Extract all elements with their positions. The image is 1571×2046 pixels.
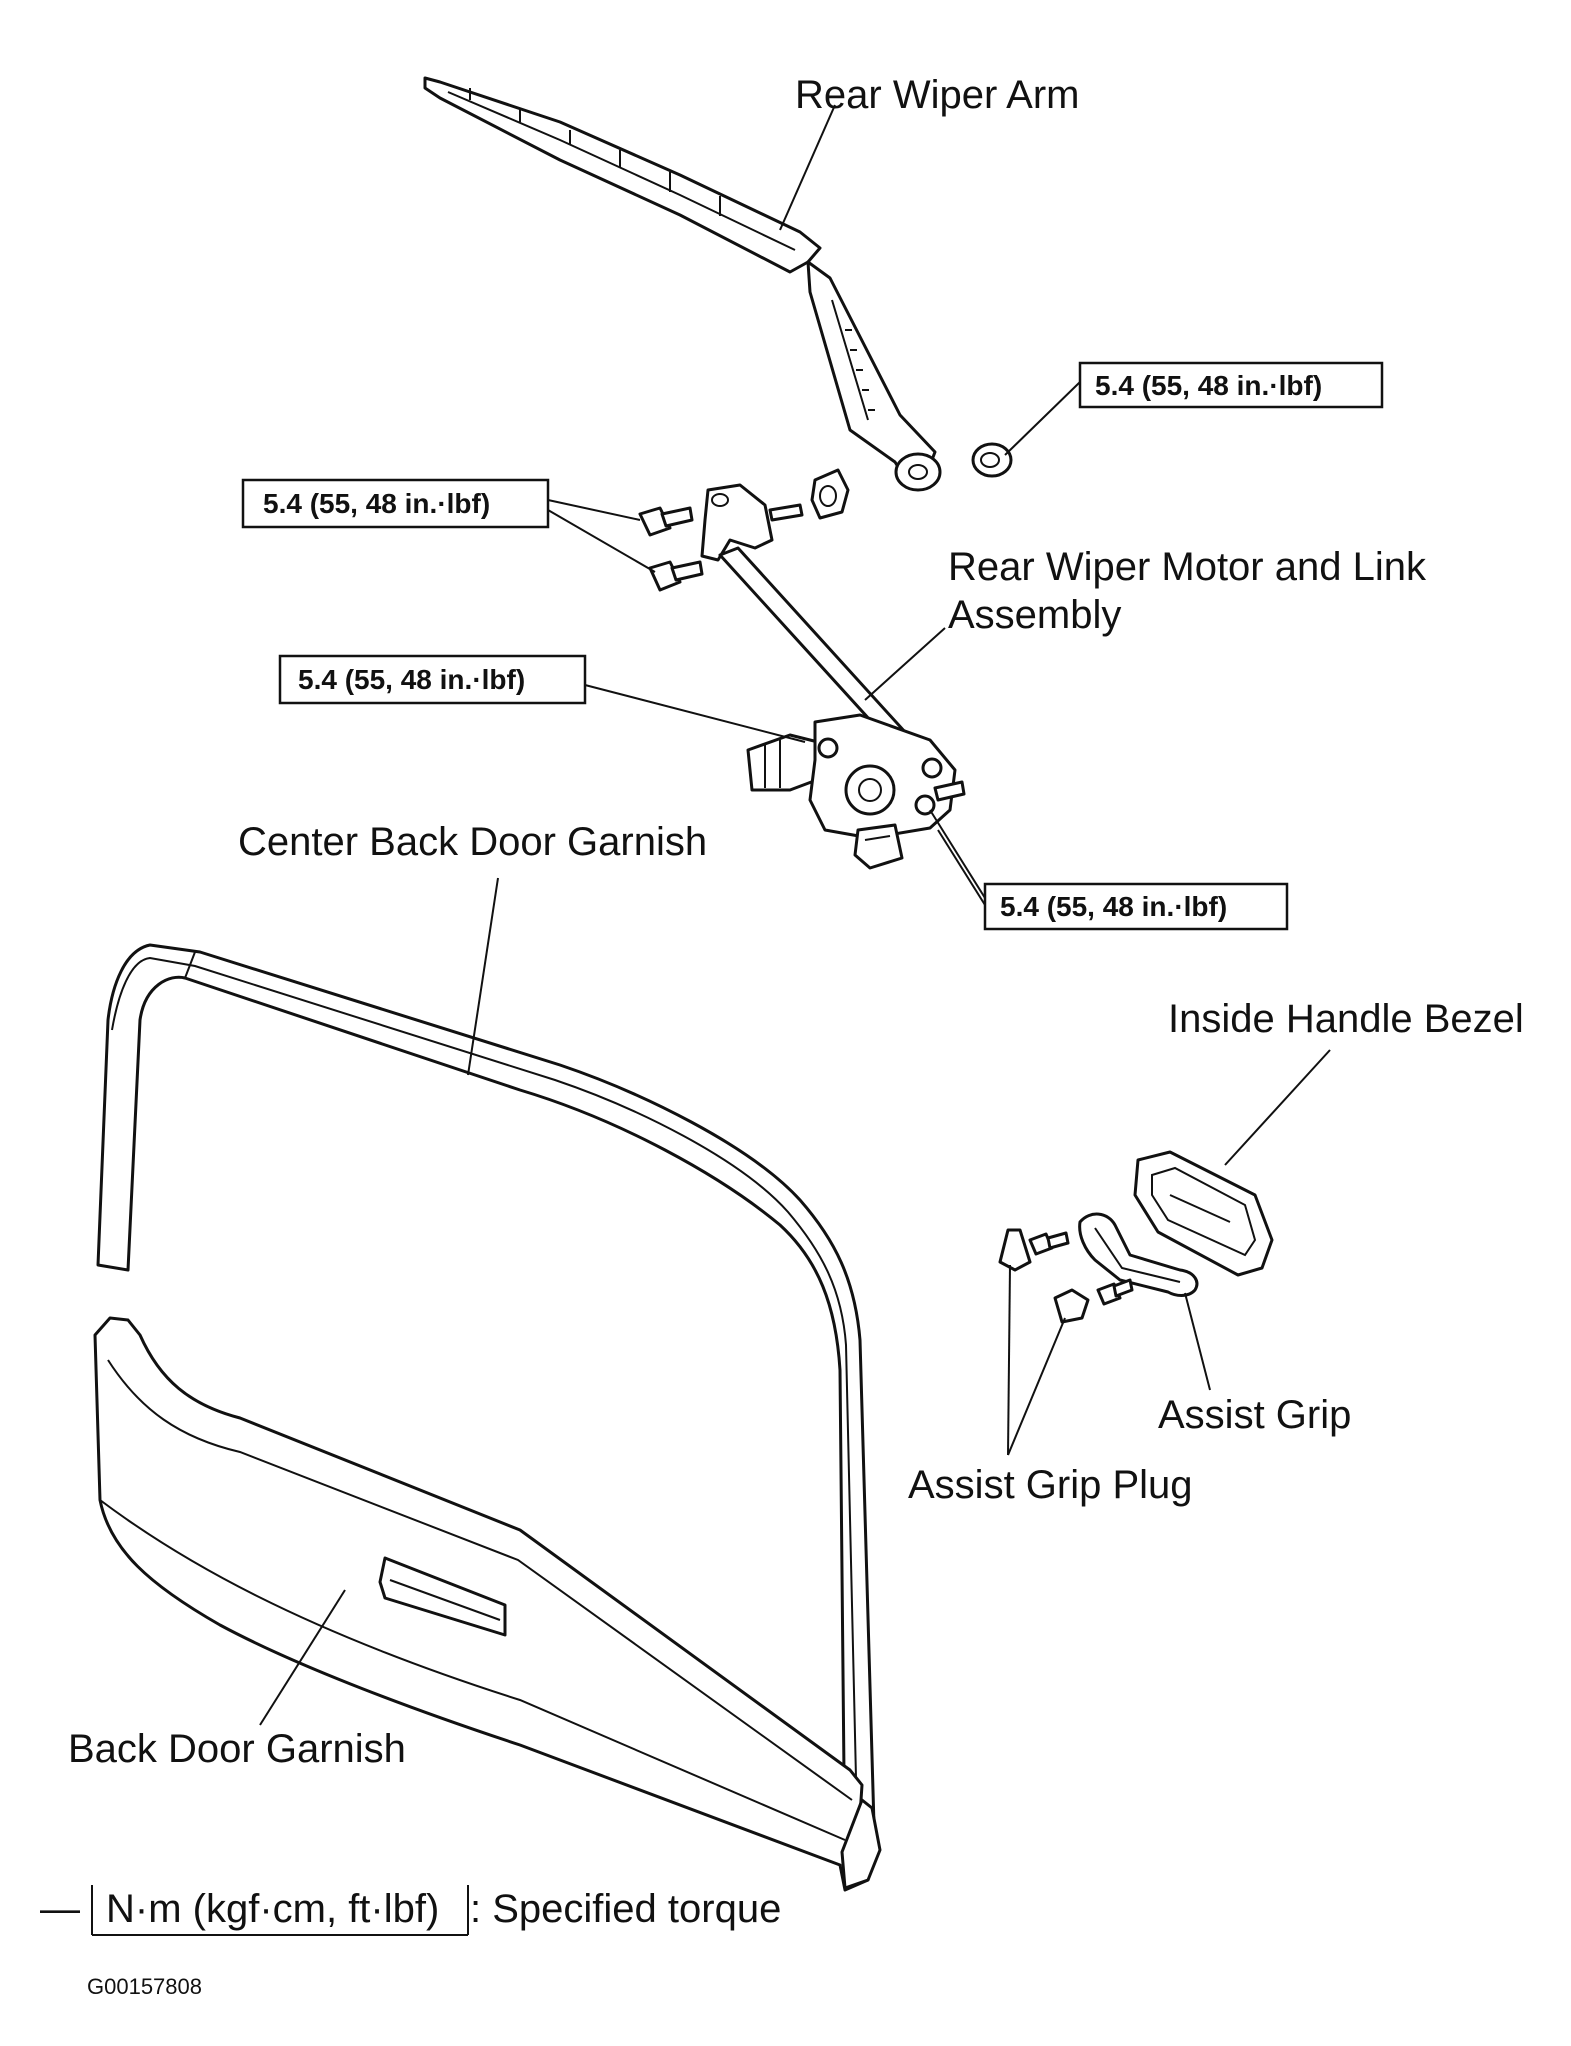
arm-nut (971, 442, 1013, 478)
assist-grip-plug-lower (1053, 1288, 1090, 1324)
back-door-garnish (93, 1316, 882, 1892)
label-assist-grip-plug: Assist Grip Plug (908, 1463, 1193, 1507)
torque-box-motor-lower: 5.4 (55, 48 in.·lbf) (983, 882, 1289, 931)
label-rear-wiper-arm: Rear Wiper Arm (795, 73, 1080, 117)
rear-wiper-motor (746, 713, 966, 870)
figure-code: G00157808 (87, 1974, 202, 1999)
label-inside-handle-bezel: Inside Handle Bezel (1168, 997, 1524, 1041)
torque-box-pivot-bolts: 5.4 (55, 48 in.·lbf) (241, 478, 550, 529)
legend-unit: N·m (kgf·cm, ft·lbf) (106, 1887, 439, 1931)
pivot-bolt-lower (648, 560, 704, 592)
assist-grip (1078, 1212, 1199, 1297)
label-back-door-garnish: Back Door Garnish (68, 1727, 406, 1771)
leader-lines (259, 104, 1331, 1726)
assist-grip-screw-upper (1028, 1231, 1070, 1256)
assist-grip-screw-lower (1096, 1278, 1134, 1306)
torque-value: 5.4 (55, 48 in.·lbf) (298, 664, 525, 695)
pivot-bracket (700, 483, 804, 562)
inside-handle-bezel (1133, 1150, 1274, 1277)
assist-grip-plug-upper (998, 1228, 1032, 1272)
torque-legend: — N·m (kgf·cm, ft·lbf) : Specified torqu… (40, 1885, 781, 1936)
rear-wiper-arm (423, 76, 942, 492)
pivot-bolt-upper (638, 506, 694, 537)
label-rear-wiper-motor-line2: Assembly (948, 593, 1121, 637)
legend-description: : Specified torque (470, 1887, 781, 1931)
torque-box-motor-upper: 5.4 (55, 48 in.·lbf) (278, 654, 587, 705)
label-assist-grip: Assist Grip (1158, 1393, 1351, 1437)
torque-value: 5.4 (55, 48 in.·lbf) (263, 488, 490, 519)
legend-dash: — (40, 1887, 80, 1931)
label-rear-wiper-motor-line1: Rear Wiper Motor and Link (948, 545, 1427, 589)
torque-value: 5.4 (55, 48 in.·lbf) (1000, 891, 1227, 922)
pivot-bushing (810, 468, 850, 520)
torque-value: 5.4 (55, 48 in.·lbf) (1095, 370, 1322, 401)
label-center-back-door-garnish: Center Back Door Garnish (238, 820, 707, 864)
torque-box-arm-nut: 5.4 (55, 48 in.·lbf) (1078, 361, 1384, 409)
